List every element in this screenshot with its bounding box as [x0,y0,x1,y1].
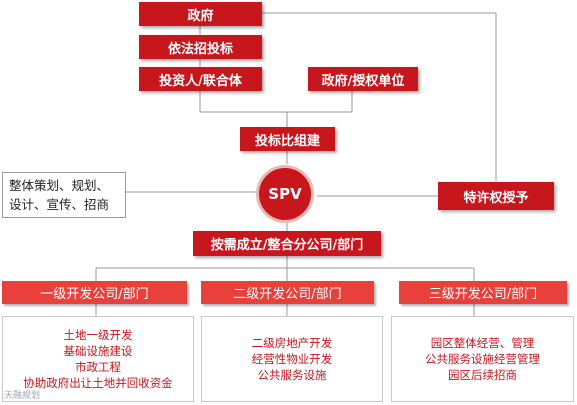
level-2-item: 经营性物业开发 [251,352,333,366]
investor-label: 投资人/联合体 [159,73,242,89]
consortium-box: 投标比组建 [240,127,335,151]
level-3-title: 三级开发公司/部门 [428,287,538,302]
gov-auth-box: 政府/授权单位 [308,67,418,91]
level-1-item: 基础设施建设 [63,344,133,358]
subsidiary-box: 按需成立/整合分公司/部门 [193,231,381,256]
spv-label: SPV [268,185,302,203]
level-3-item: 公共服务设施经营管理 [425,352,540,366]
gov-label: 政府 [187,8,214,24]
level-3-item: 园区整体经营、管理 [430,336,535,350]
concession-label: 特许权授予 [463,190,529,206]
level-1-panel: 土地一级开发 基础设施建设 市政工程 协助政府出让土地并回收资金 [2,316,194,402]
subsidiary-label: 按需成立/整合分公司/部门 [210,238,364,253]
level-2-item: 二级房地产开发 [251,336,333,350]
gov-auth-label: 政府/授权单位 [321,73,405,89]
level-1-item: 协助政府出让土地并回收资金 [23,376,173,390]
planning-box: 整体策划、规划、 设计、宣传、招商 [2,172,126,218]
level-1-header: 一级开发公司/部门 [2,281,187,304]
bidding-label: 依法招投标 [167,41,233,57]
gov-box: 政府 [139,2,262,26]
level-2-header: 二级开发公司/部门 [201,281,374,304]
level-3-item: 园区后续招商 [448,368,517,382]
planning-line-1: 整体策划、规划、 [9,178,110,193]
bidding-box: 依法招投标 [139,35,262,59]
watermark: 天融规划 [4,391,41,401]
level-3-panel: 园区整体经营、管理 公共服务设施经营管理 园区后续招商 [391,316,574,402]
level-1-item: 土地一级开发 [63,328,133,342]
level-2-panel: 二级房地产开发 经营性物业开发 公共服务设施 [201,316,383,402]
level-2-title: 二级开发公司/部门 [233,287,342,302]
planning-line-2: 设计、宣传、招商 [9,197,110,212]
level-3-header: 三级开发公司/部门 [399,281,567,304]
investor-box: 投资人/联合体 [139,67,262,91]
consortium-label: 投标比组建 [254,133,320,149]
level-2-item: 公共服务设施 [257,368,327,382]
level-1-item: 市政工程 [75,360,121,374]
spv-node: SPV [256,165,314,223]
level-1-title: 一级开发公司/部门 [40,287,149,302]
concession-box: 特许权授予 [438,182,554,210]
